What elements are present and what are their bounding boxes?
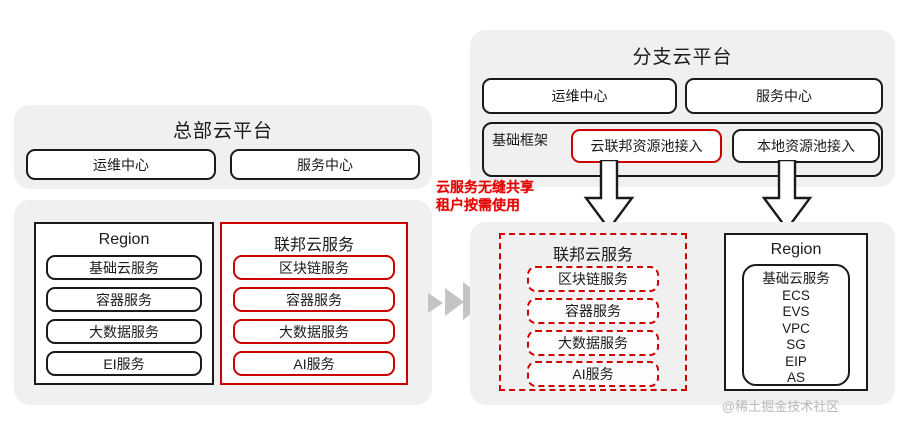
branch-federated-frame: 联邦云服务 (499, 233, 687, 391)
region-stack-item-2: EVS (782, 304, 810, 319)
local-pool-down-arrow (761, 160, 813, 232)
hq-federated-service-1[interactable]: 容器服务 (233, 287, 395, 312)
branch-region-title: Region (770, 241, 822, 258)
hq-service-center-box[interactable]: 服务中心 (230, 149, 420, 180)
transition-chevron-1 (428, 293, 443, 313)
branch-federated-service-2[interactable]: 大数据服务 (527, 330, 659, 356)
region-stack-item-6: AS (786, 370, 805, 385)
branch-platform-header-panel: 分支云平台 运维中心 服务中心 基础框架 云联邦资源池接入 本地资源池接入 (470, 30, 895, 187)
hq-federated-service-3[interactable]: AI服务 (233, 351, 395, 376)
branch-federated-service-0[interactable]: 区块链服务 (527, 266, 659, 292)
hq-region-service-3[interactable]: EI服务 (46, 351, 202, 376)
branch-federated-service-3[interactable]: AI服务 (527, 361, 659, 387)
branch-platform-title: 分支云平台 (632, 47, 733, 68)
branch-region-service-stack: 基础云服务 ECS EVS VPC SG EIP AS (742, 264, 850, 386)
region-stack-item-3: VPC (782, 320, 810, 336)
hq-region-service-1[interactable]: 容器服务 (46, 287, 202, 312)
hq-federated-service-2[interactable]: 大数据服务 (233, 319, 395, 344)
annotation-line-1: 云服务无缝共享 (436, 179, 534, 195)
branch-federated-title: 联邦云服务 (552, 247, 633, 264)
hq-platform-header-panel: 总部云平台 运维中心 服务中心 (14, 105, 432, 189)
region-stack-item-5: EIP (785, 353, 807, 369)
hq-federated-service-0[interactable]: 区块链服务 (233, 255, 395, 280)
cloud-federation-pool-access-box[interactable]: 云联邦资源池接入 (571, 129, 722, 163)
hq-ops-center-box[interactable]: 运维中心 (26, 149, 216, 180)
branch-federated-service-1[interactable]: 容器服务 (527, 298, 659, 324)
hq-platform-title: 总部云平台 (172, 121, 273, 142)
branch-framework-box (482, 122, 883, 177)
region-stack-item-1: ECS (782, 287, 810, 303)
annotation-line-2: 租户按需使用 (436, 197, 520, 213)
branch-services-panel: 联邦云服务 区块链服务 容器服务 大数据服务 AI服务 Region 基础云服务… (470, 222, 895, 405)
branch-ops-center-box[interactable]: 运维中心 (482, 78, 677, 114)
local-resource-pool-access-box[interactable]: 本地资源池接入 (732, 129, 880, 163)
watermark: @稀土掘金技术社区 (722, 399, 840, 414)
transition-chevron-2 (445, 288, 464, 316)
hq-federated-title: 联邦云服务 (273, 237, 354, 254)
hq-region-service-0[interactable]: 基础云服务 (46, 255, 202, 280)
branch-framework-label: 基础框架 (492, 132, 548, 148)
hq-services-panel: Region 基础云服务 容器服务 大数据服务 EI服务 联邦云服务 区块链服务… (14, 200, 432, 405)
hq-region-service-2[interactable]: 大数据服务 (46, 319, 202, 344)
hq-region-title: Region (98, 231, 150, 248)
region-stack-item-4: SG (786, 337, 806, 352)
cloud-federation-down-arrow (583, 160, 635, 232)
branch-service-center-box[interactable]: 服务中心 (685, 78, 883, 114)
annotation-text: 云服务无缝共享 租户按需使用 (436, 178, 534, 214)
region-stack-item-0: 基础云服务 (762, 271, 830, 286)
